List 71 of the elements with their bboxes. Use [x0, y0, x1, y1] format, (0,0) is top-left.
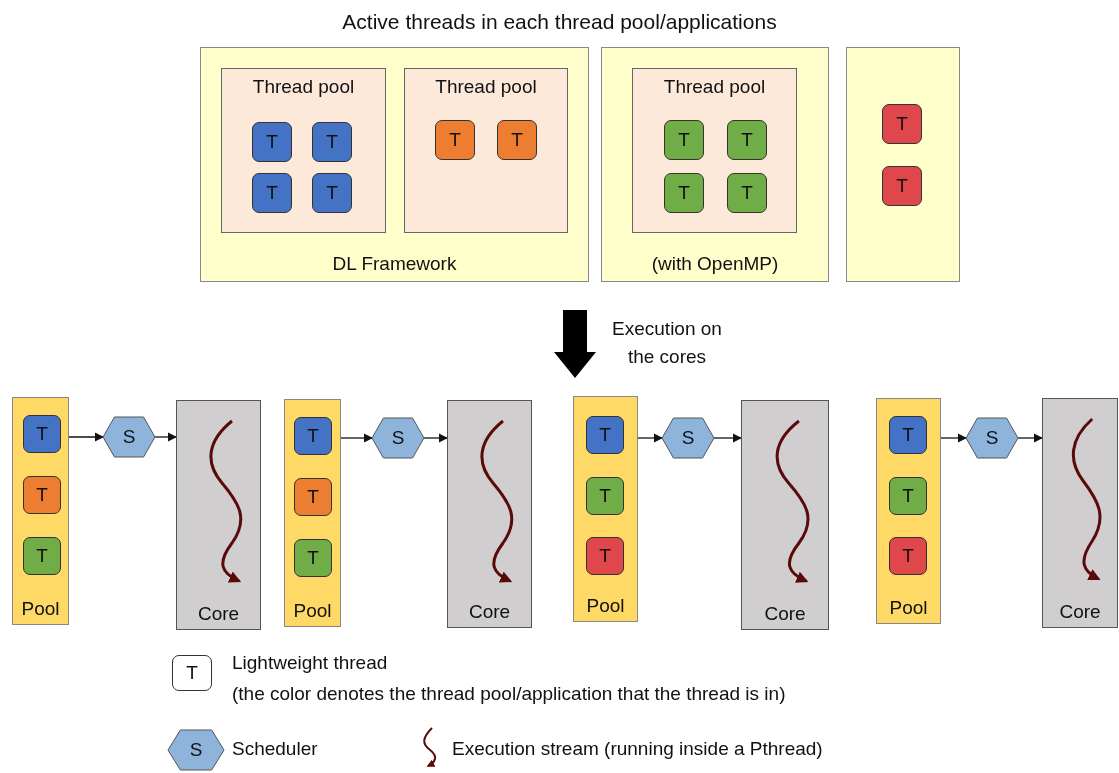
arrow [940, 433, 967, 443]
thread-tile: T [889, 416, 927, 454]
pool-column [284, 399, 341, 627]
arrow [713, 433, 742, 443]
arrow [637, 433, 663, 443]
core-box [176, 400, 261, 630]
thread-pool-title: Thread pool [434, 76, 538, 98]
thread-tile: T [312, 173, 352, 213]
core-box [447, 400, 532, 628]
pool-column [12, 397, 69, 625]
thread-tile: T [23, 476, 61, 514]
scheduler-hexagon: S [372, 418, 424, 458]
core-label: Core [763, 603, 807, 625]
application-name: DL Framework [331, 253, 458, 275]
thread-tile: T [497, 120, 537, 160]
thread-pool-title: Thread pool [662, 76, 767, 98]
scheduler-hexagon: S [168, 730, 224, 770]
caption-label: Execution on the cores [611, 317, 723, 369]
arrow [423, 433, 448, 443]
pool-column [876, 398, 941, 624]
thread-tile: T [727, 173, 767, 213]
legend-note: (the color denotes the thread pool/application that the thread is in) [232, 683, 786, 705]
thread-tile: T [882, 104, 922, 144]
thread-tile: T [23, 537, 61, 575]
thread-tile: T [586, 537, 624, 575]
thread-pool-box [404, 68, 568, 233]
thread-tile: T [586, 416, 624, 454]
thread-tile: T [727, 120, 767, 160]
application-name: (with OpenMP) [650, 253, 780, 275]
diagram-title: Active threads in each thread pool/applications [341, 10, 778, 34]
legend-text: Lightweight thread [232, 652, 388, 674]
application-panel [200, 47, 589, 282]
thread-pool-box [221, 68, 386, 233]
pool-label: Pool [888, 597, 929, 619]
core-label: Core [467, 601, 512, 623]
thread-tile: T [294, 478, 332, 516]
pool-label: Pool [585, 595, 626, 617]
thread-tile: T [294, 539, 332, 577]
arrow [68, 432, 104, 442]
thread-tile: T [889, 477, 927, 515]
thread-tile: T [882, 166, 922, 206]
core-box [741, 400, 829, 630]
arrow [340, 433, 373, 443]
thread-tile: T [252, 173, 292, 213]
pool-label: Pool [292, 600, 333, 622]
arrow [154, 432, 177, 442]
thread-tile: T [312, 122, 352, 162]
core-label: Core [1058, 601, 1102, 623]
thread-tile: T [586, 477, 624, 515]
legend-text: Execution stream (running inside a Pthread) [452, 738, 823, 760]
thread-tile: T [664, 120, 704, 160]
thread-tile: T [294, 417, 332, 455]
core-box [1042, 398, 1118, 628]
thread-tile: T [172, 655, 212, 691]
thread-tile: T [889, 537, 927, 575]
application-panel [601, 47, 829, 282]
pool-column [573, 396, 638, 622]
thread-tile: T [252, 122, 292, 162]
thread-pool-title: Thread pool [251, 76, 356, 98]
arrow [1017, 433, 1043, 443]
application-panel [846, 47, 960, 282]
scheduler-hexagon: S [662, 418, 714, 458]
scheduler-hexagon: S [103, 417, 155, 457]
scheduler-hexagon: S [966, 418, 1018, 458]
thread-tile: T [435, 120, 475, 160]
thread-tile: T [23, 415, 61, 453]
legend-text: Scheduler [232, 738, 318, 760]
pool-label: Pool [20, 598, 61, 620]
core-label: Core [196, 603, 241, 625]
thread-pool-box [632, 68, 797, 233]
thread-tile: T [664, 173, 704, 213]
